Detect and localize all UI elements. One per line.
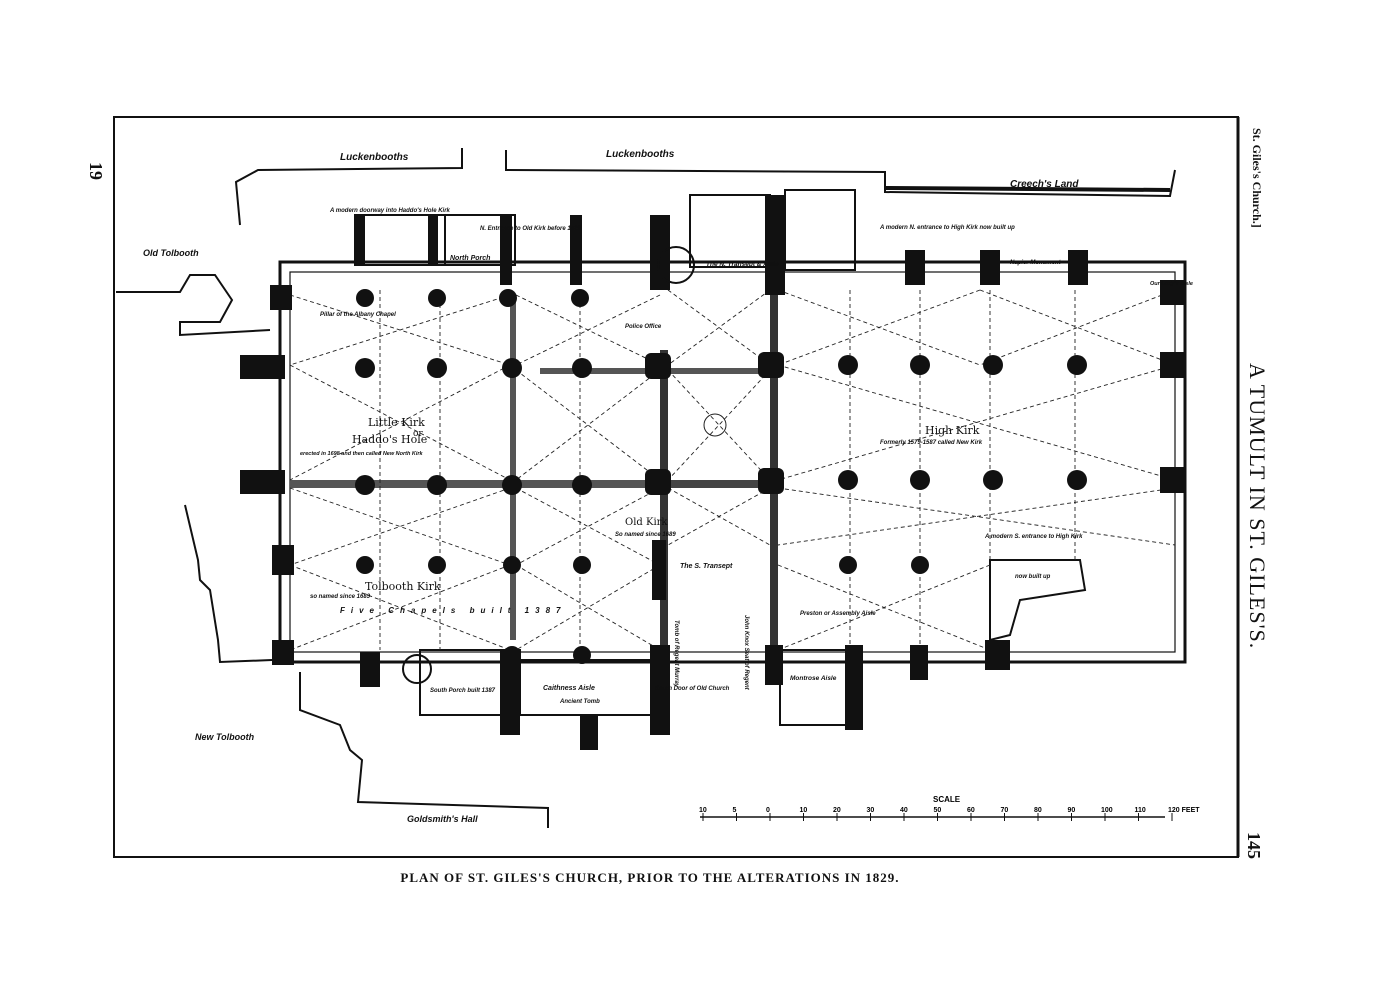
label-haddos-note: erected in 1698 and then called New Nort…	[300, 451, 424, 457]
label-old-kirk-note: So named since 1689	[615, 532, 676, 538]
label-south-door: South Door of Old Church	[655, 686, 730, 692]
church-body	[278, 189, 1187, 726]
label-outlady-aisle: Our Lady's Aisle	[1150, 281, 1193, 287]
label-north-porch: North Porch	[450, 255, 490, 262]
label-ancient-tomb: Ancient Tomb	[559, 699, 600, 705]
label-little-kirk-or: or	[413, 429, 423, 439]
label-modern-n-entrance: A modern N. entrance to High Kirk now bu…	[879, 225, 1015, 231]
scale-tick-label: 50	[934, 807, 942, 814]
vault-ribs	[289, 289, 1176, 651]
scale-tick-label: 60	[967, 807, 975, 814]
plan-labels: Luckenbooths Luckenbooths Creech's Land …	[143, 149, 1193, 824]
label-now-built-up: now built up	[1015, 574, 1051, 580]
scale-tick-label: 90	[1068, 807, 1076, 814]
label-tolbooth-kirk: Tolbooth Kirk	[365, 580, 441, 593]
label-napier-monument: Napier Monument	[1010, 260, 1062, 266]
label-old-tolbooth: Old Tolbooth	[143, 248, 199, 258]
label-south-porch: South Porch built 1387	[430, 688, 496, 694]
label-haddos-hole: Haddo's Hole	[352, 433, 427, 446]
label-tolbooth-note: so named since 1689	[310, 594, 371, 600]
label-modern-doorway: A modern doorway into Haddo's Hole Kirk	[329, 208, 451, 214]
figure-caption: PLAN OF ST. GILES'S CHURCH, PRIOR TO THE…	[400, 870, 900, 885]
label-n-transept: The N. Transept & Aisle	[706, 261, 779, 268]
label-luckenbooths-left: Luckenbooths	[340, 152, 409, 163]
label-new-tolbooth: New Tolbooth	[195, 732, 255, 742]
label-police-office: Police Office	[625, 324, 662, 330]
label-five-chapels: Five Chapels built 1387	[340, 606, 566, 615]
scale-tick-label: 40	[900, 807, 908, 814]
label-old-kirk: Old Kirk	[625, 517, 668, 528]
label-pillar-albany: Pillar of the Albany Chapel	[320, 312, 396, 318]
label-s-transept: The S. Transept	[680, 563, 733, 570]
scale-tick-label: 100	[1101, 807, 1113, 814]
label-montrose-aisle: Montrose Aisle	[790, 675, 837, 682]
label-john-knox: John Knox Seat of Regent	[743, 615, 749, 691]
scale-tick-label: 0	[766, 807, 770, 814]
label-tomb-regent: Tomb of Regent Murray	[673, 620, 679, 688]
label-high-kirk-note: Formerly 1579-1587 called New Kirk	[880, 440, 983, 446]
scale-tick-label: 120 FEET	[1168, 807, 1200, 814]
label-creechs-land: Creech's Land	[1010, 179, 1079, 190]
label-high-kirk: High Kirk	[925, 424, 980, 437]
label-caithness-aisle: Caithness Aisle	[543, 685, 595, 692]
scale-tick-label: 80	[1034, 807, 1042, 814]
scale-tick-label: 5	[733, 807, 737, 814]
scale-tick-label: 110	[1135, 807, 1146, 814]
label-little-kirk: Little Kirk	[368, 416, 425, 429]
label-n-entrance-old-kirk: N. Entrance to Old Kirk before 1829	[480, 226, 581, 232]
surrounding-buildings	[116, 148, 1176, 828]
label-goldsmiths-hall: Goldsmith's Hall	[407, 814, 478, 824]
scale-title: SCALE	[933, 795, 961, 804]
scale-tick-label: 10	[800, 807, 808, 814]
scale-tick-label: 20	[833, 807, 841, 814]
scale-tick-label: 30	[867, 807, 875, 814]
scale-tick-label: 10	[699, 807, 707, 814]
label-luckenbooths-right: Luckenbooths	[606, 149, 675, 160]
label-modern-s-entrance: A modern S. entrance to High Kirk	[984, 534, 1083, 540]
scale-tick-label: 70	[1001, 807, 1009, 814]
label-preston-aisle: Preston or Assembly Aisle	[800, 611, 876, 617]
piers	[240, 195, 1185, 750]
